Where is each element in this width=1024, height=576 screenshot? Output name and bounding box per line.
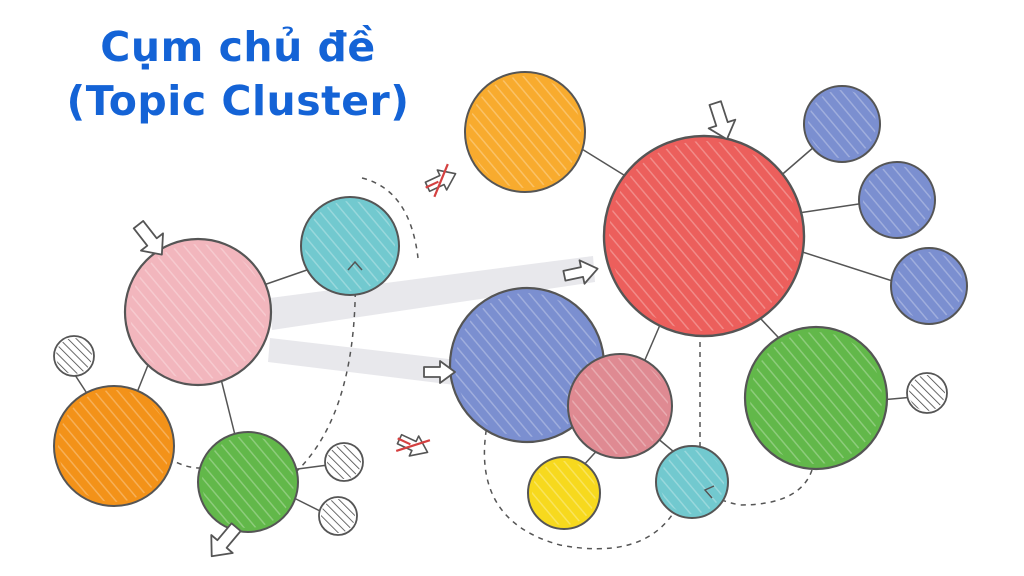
- cluster-circle-blue-2: [858, 161, 936, 239]
- cluster-circle-teal-small: [300, 196, 400, 296]
- topic-circles: [53, 71, 968, 533]
- dashed-arc-teal-green: [295, 261, 357, 473]
- crossed-arrow-icon-bottom: [395, 433, 431, 457]
- arrow-down-left-icon: [210, 522, 242, 558]
- band-pink-to-blue: [268, 338, 457, 385]
- cluster-circle-teal-bottom: [655, 445, 729, 519]
- hatched-circle-left: [53, 335, 95, 377]
- dashed-arc-top: [361, 177, 419, 259]
- hatched-circle-green-1: [324, 442, 364, 482]
- arrow-down-icon-pink: [132, 220, 164, 256]
- link-red-blue3: [789, 247, 906, 286]
- cluster-circle-blue-1: [803, 85, 881, 163]
- pillar-circle-blue-large: [448, 286, 606, 444]
- arrow-down-icon-red: [707, 100, 737, 141]
- arrows: [132, 100, 737, 558]
- pillar-circle-pink: [123, 237, 273, 387]
- cluster-circle-rose: [567, 353, 673, 459]
- diagram-title: Cụm chủ đề (Topic Cluster): [18, 20, 458, 128]
- hatched-circle-right: [906, 372, 948, 414]
- pillar-circle-red: [602, 134, 806, 338]
- title-line-1: Cụm chủ đề: [100, 23, 376, 71]
- cluster-circle-green-large: [743, 325, 889, 471]
- band-pink-to-red: [270, 256, 595, 330]
- arrowhead-up-icon: [347, 260, 363, 271]
- cluster-circle-orange: [53, 385, 175, 507]
- arrow-right-icon-red: [562, 259, 599, 285]
- small-arrowheads: [347, 260, 715, 499]
- title-line-2: (Topic Cluster): [66, 77, 410, 125]
- hatched-circle-green-2: [318, 496, 358, 536]
- crossed-arrow-icon-top: [424, 163, 457, 198]
- hatched-circles: [53, 335, 948, 536]
- cluster-circle-yellow: [527, 456, 601, 530]
- link-hatch-orange: [74, 374, 89, 396]
- cluster-circle-amber: [464, 71, 586, 193]
- connector-bands: [268, 256, 595, 385]
- cluster-circle-green-small: [197, 431, 299, 533]
- arrow-right-icon-blue: [423, 360, 456, 384]
- cluster-circle-blue-3: [890, 247, 968, 325]
- dashed-blue-arc: [483, 419, 673, 550]
- arrowhead-left-icon: [703, 485, 715, 499]
